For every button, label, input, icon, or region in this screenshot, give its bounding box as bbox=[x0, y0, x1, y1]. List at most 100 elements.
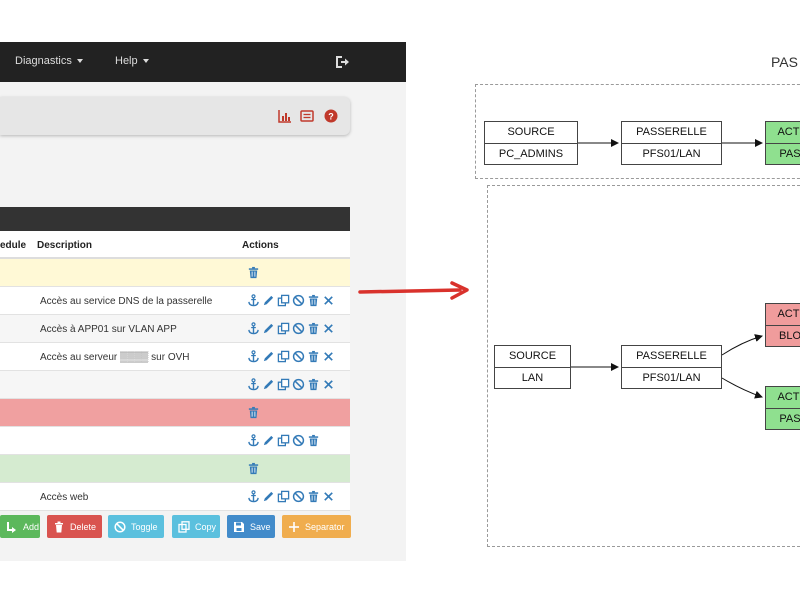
edit-icon[interactable] bbox=[262, 378, 275, 392]
column-header-actions: Actions bbox=[242, 240, 279, 251]
rule-description: Accès web bbox=[40, 492, 89, 503]
node-action-block: ACTI BLO bbox=[765, 303, 800, 347]
table-row[interactable] bbox=[0, 371, 350, 399]
logout-icon[interactable] bbox=[334, 54, 350, 70]
delete-icon[interactable] bbox=[307, 294, 320, 308]
node-value: PC_ADMINS bbox=[485, 143, 577, 164]
edit-icon[interactable] bbox=[262, 434, 275, 448]
disable-icon[interactable] bbox=[292, 378, 305, 392]
delete-icon[interactable] bbox=[307, 490, 320, 504]
delete-button[interactable]: Delete bbox=[47, 515, 102, 538]
remove-icon[interactable] bbox=[322, 322, 335, 336]
level-down-icon bbox=[7, 521, 16, 533]
table-row[interactable]: Accès au serveur ▒▒▒▒ sur OVH bbox=[0, 343, 350, 371]
copy-icon[interactable] bbox=[277, 434, 290, 448]
chevron-down-icon bbox=[76, 59, 83, 64]
table-row[interactable]: Accès à APP01 sur VLAN APP bbox=[0, 315, 350, 343]
node-label: SOURCE bbox=[507, 126, 555, 138]
nav-help-menu[interactable]: Help bbox=[115, 55, 149, 67]
anchor-icon[interactable] bbox=[247, 434, 260, 448]
node-value: PAS bbox=[766, 408, 800, 429]
firewall-rules-screenshot: Diagnastics Help ? edule Description A bbox=[0, 42, 406, 561]
cluster-bottom bbox=[487, 185, 800, 547]
disable-icon[interactable] bbox=[292, 434, 305, 448]
remove-icon[interactable] bbox=[322, 350, 335, 364]
delete-icon[interactable] bbox=[307, 434, 320, 448]
edit-icon[interactable] bbox=[262, 294, 275, 308]
anchor-icon[interactable] bbox=[247, 490, 260, 504]
node-action-pass-top: ACTI PAS bbox=[765, 121, 800, 165]
top-navbar: Diagnastics Help bbox=[0, 42, 406, 82]
table-row[interactable] bbox=[0, 455, 350, 483]
disable-icon[interactable] bbox=[292, 490, 305, 504]
copy-button-label: Copy bbox=[195, 521, 217, 532]
toggle-button[interactable]: Toggle bbox=[108, 515, 164, 538]
copy-button[interactable]: Copy bbox=[172, 515, 220, 538]
list-icon[interactable] bbox=[300, 109, 314, 123]
copy-icon[interactable] bbox=[277, 378, 290, 392]
save-icon bbox=[234, 521, 244, 532]
delete-icon[interactable] bbox=[247, 406, 260, 420]
row-actions bbox=[247, 350, 335, 364]
node-value: BLO bbox=[766, 325, 800, 346]
node-value: PFS01/LAN bbox=[622, 367, 721, 388]
table-row[interactable]: Accès au service DNS de la passerelle bbox=[0, 287, 350, 315]
separator-button[interactable]: Separator bbox=[282, 515, 351, 538]
delete-icon[interactable] bbox=[307, 378, 320, 392]
remove-icon[interactable] bbox=[322, 294, 335, 308]
save-button[interactable]: Save bbox=[227, 515, 275, 538]
copy-icon bbox=[178, 520, 190, 533]
anchor-icon[interactable] bbox=[247, 294, 260, 308]
table-row[interactable]: Accès web bbox=[0, 483, 350, 511]
node-source-lan: SOURCE LAN bbox=[494, 345, 571, 389]
disable-icon[interactable] bbox=[292, 294, 305, 308]
edit-icon[interactable] bbox=[262, 350, 275, 364]
node-label: PASSERELLE bbox=[636, 126, 707, 138]
row-actions bbox=[247, 406, 260, 420]
anchor-icon[interactable] bbox=[247, 322, 260, 336]
add-button-label: Add bbox=[23, 521, 40, 532]
copy-icon[interactable] bbox=[277, 322, 290, 336]
delete-icon[interactable] bbox=[307, 350, 320, 364]
remove-icon[interactable] bbox=[322, 490, 335, 504]
node-action-pass-bottom: ACTI PAS bbox=[765, 386, 800, 430]
plus-icon bbox=[289, 521, 299, 532]
delete-icon[interactable] bbox=[247, 462, 260, 476]
table-row[interactable] bbox=[0, 427, 350, 455]
delete-icon[interactable] bbox=[307, 322, 320, 336]
delete-button-label: Delete bbox=[70, 521, 97, 532]
save-button-label: Save bbox=[250, 521, 271, 532]
info-icon[interactable]: ? bbox=[324, 109, 338, 123]
transformation-arrow-icon bbox=[358, 281, 469, 300]
disable-icon[interactable] bbox=[292, 350, 305, 364]
chart-icon[interactable] bbox=[278, 109, 292, 123]
edit-icon[interactable] bbox=[262, 490, 275, 504]
table-row[interactable] bbox=[0, 259, 350, 287]
rule-description: Accès au serveur ▒▒▒▒ sur OVH bbox=[40, 352, 190, 363]
node-gateway-top: PASSERELLE PFS01/LAN bbox=[621, 121, 722, 165]
rule-description: Accès au service DNS de la passerelle bbox=[40, 296, 213, 307]
nav-diagnostics-menu[interactable]: Diagnastics bbox=[15, 55, 83, 67]
add-button[interactable]: Add bbox=[0, 515, 40, 538]
node-label: SOURCE bbox=[508, 350, 557, 362]
edit-icon[interactable] bbox=[262, 322, 275, 336]
nav-diagnostics-label: Diagnastics bbox=[15, 55, 72, 67]
copy-icon[interactable] bbox=[277, 294, 290, 308]
remove-icon[interactable] bbox=[322, 378, 335, 392]
table-column-headers: edule Description Actions bbox=[0, 231, 350, 259]
delete-icon[interactable] bbox=[247, 266, 260, 280]
copy-icon[interactable] bbox=[277, 350, 290, 364]
node-label: ACTI bbox=[777, 308, 800, 320]
row-actions bbox=[247, 462, 260, 476]
rule-description: Accès à APP01 sur VLAN APP bbox=[40, 324, 177, 335]
anchor-icon[interactable] bbox=[247, 378, 260, 392]
table-row[interactable] bbox=[0, 399, 350, 427]
anchor-icon[interactable] bbox=[247, 350, 260, 364]
edge-gateway-to-block bbox=[721, 334, 763, 356]
copy-icon[interactable] bbox=[277, 490, 290, 504]
edge-gateway-to-pass bbox=[721, 377, 763, 399]
node-gateway-bottom: PASSERELLE PFS01/LAN bbox=[621, 345, 722, 389]
row-actions bbox=[247, 266, 260, 280]
disable-icon[interactable] bbox=[292, 322, 305, 336]
